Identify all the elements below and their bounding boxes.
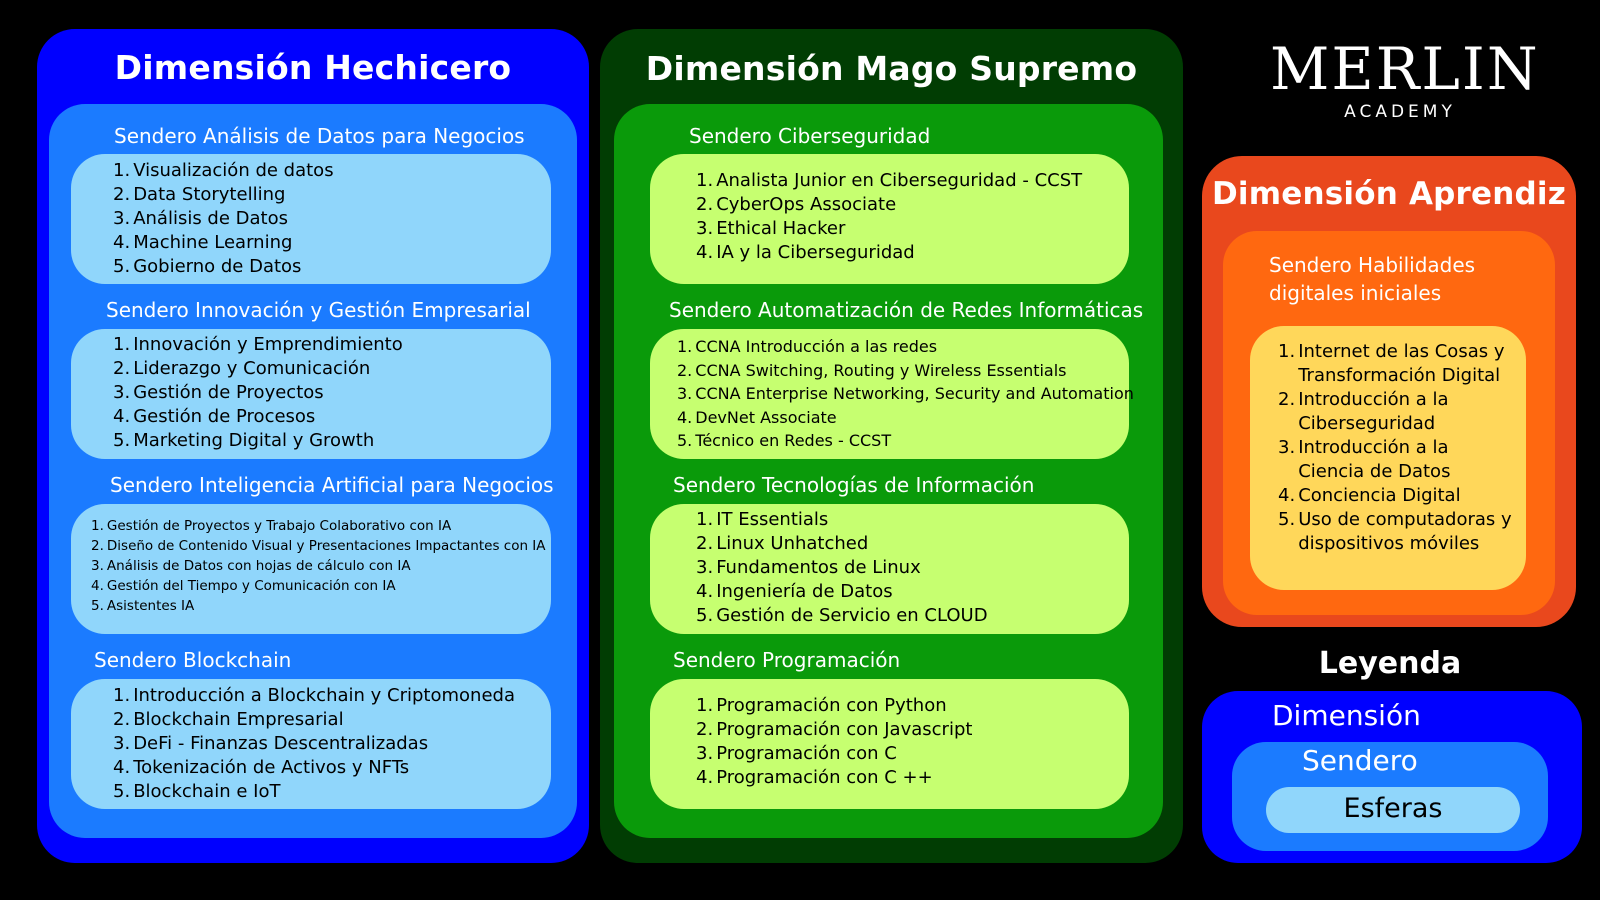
logo-subtitle: ACADEMY — [1344, 102, 1456, 122]
sphere-list-blockchain: 1.Introducción a Blockchain y Criptomone… — [71, 679, 551, 809]
sphere-list-programacion: 1.Programación con Python 2.Programación… — [650, 679, 1129, 809]
path-group-mago: Sendero Ciberseguridad 1.Analista Junior… — [614, 104, 1163, 838]
list-item: 2.Diseño de Contenido Visual y Presentac… — [91, 538, 546, 554]
list-item: 1.Introducción a Blockchain y Criptomone… — [113, 685, 515, 706]
list-item: 3.CCNA Enterprise Networking, Security a… — [677, 384, 1134, 403]
list-item: 3.Análisis de Datos — [113, 208, 288, 229]
list-item: 3.Ethical Hacker — [696, 218, 846, 239]
list-item: 5.Marketing Digital y Growth — [113, 430, 375, 451]
dimension-title: Dimensión Hechicero — [114, 48, 512, 87]
path-title-habilidades-digitales: Sendero Habilidades digitales iniciales — [1269, 253, 1476, 305]
list-item: 2.Programación con Javascript — [696, 719, 973, 740]
path-title-analisis-datos: Sendero Análisis de Datos para Negocios — [114, 124, 525, 148]
legend-path-label: Sendero — [1302, 744, 1418, 777]
sphere-list-automatizacion-redes: 1.CCNA Introducción a las redes 2.CCNA S… — [650, 329, 1134, 459]
list-item: 4.IA y la Ciberseguridad — [696, 242, 915, 263]
list-item: 1.Programación con Python — [696, 695, 947, 716]
legend-sphere-box: Esferas — [1266, 787, 1520, 833]
list-item: 2.CyberOps Associate — [696, 194, 897, 215]
legend-dimension-label: Dimensión — [1272, 699, 1421, 732]
list-item: 4.Conciencia Digital — [1278, 485, 1461, 506]
list-item: 4.Ingeniería de Datos — [696, 581, 893, 602]
list-item: 1.IT Essentials — [696, 509, 829, 530]
list-item: 2.CCNA Switching, Routing y Wireless Ess… — [677, 360, 1067, 380]
dimension-aprendiz: Dimensión Aprendiz Sendero Habilidades d… — [1202, 156, 1576, 627]
list-item: 3.Programación con C — [696, 743, 897, 764]
sphere-list-ciberseguridad: 1.Analista Junior en Ciberseguridad - CC… — [650, 154, 1129, 284]
path-title-automatizacion-redes: Sendero Automatización de Redes Informát… — [669, 298, 1144, 322]
path-title-blockchain: Sendero Blockchain — [94, 648, 292, 672]
dimension-hechicero: Dimensión Hechicero Sendero Análisis de … — [37, 29, 589, 863]
legend-sphere-label: Esferas — [1343, 793, 1443, 824]
merlin-academy-logo: MERLIN ACADEMY — [1270, 35, 1540, 136]
sphere-list-tecnologias-informacion: 1.IT Essentials 2.Linux Unhatched 3.Fund… — [650, 504, 1129, 634]
logo-wordmark: MERLIN — [1270, 35, 1540, 103]
dimension-title: Dimensión Mago Supremo — [645, 49, 1138, 88]
list-item: 5.Gestión de Servicio en CLOUD — [696, 605, 988, 626]
sphere-list-innovacion: 1.Innovación y Emprendimiento 2.Liderazg… — [71, 329, 551, 459]
list-item: 2.Data Storytelling — [113, 184, 286, 205]
list-item: 5.Asistentes IA — [91, 598, 195, 614]
list-item: 4.Machine Learning — [113, 232, 293, 253]
sphere-list-analisis-datos: 1.Visualización de datos 2.Data Storytel… — [71, 154, 551, 284]
list-item: 1.Analista Junior en Ciberseguridad - CC… — [696, 170, 1083, 191]
sphere-list-inteligencia-artificial: 1.Gestión de Proyectos y Trabajo Colabor… — [71, 504, 551, 634]
legend-title: Leyenda — [1318, 646, 1462, 681]
list-item: 3.Fundamentos de Linux — [696, 557, 921, 578]
dimension-mago-supremo: Dimensión Mago Supremo Sendero Cibersegu… — [600, 29, 1183, 863]
path-title-inteligencia-artificial: Sendero Inteligencia Artificial para Neg… — [110, 473, 554, 497]
list-item: 1.Gestión de Proyectos y Trabajo Colabor… — [91, 518, 452, 534]
list-item: 4.Gestión de Procesos — [113, 406, 316, 427]
path-group-hechicero: Sendero Análisis de Datos para Negocios … — [49, 104, 577, 838]
list-item: 4.Programación con C ++ — [696, 767, 933, 788]
list-item: 2.Linux Unhatched — [696, 533, 869, 554]
list-item: 2.Blockchain Empresarial — [113, 709, 344, 730]
list-item: 4.DevNet Associate — [677, 407, 837, 427]
path-title-tecnologias-informacion: Sendero Tecnologías de Información — [673, 473, 1035, 497]
list-item: 5.Gobierno de Datos — [113, 256, 302, 277]
list-item: 3.Gestión de Proyectos — [113, 382, 324, 403]
list-item: 2.Liderazgo y Comunicación — [113, 358, 371, 379]
list-item: 4.Tokenización de Activos y NFTs — [113, 757, 410, 778]
list-item: 3.DeFi - Finanzas Descentralizadas — [113, 733, 429, 754]
dimension-title: Dimensión Aprendiz — [1211, 176, 1566, 212]
path-group-aprendiz: Sendero Habilidades digitales iniciales … — [1223, 231, 1555, 615]
list-item: 1.Visualización de datos — [113, 160, 334, 181]
legend-dimension-box: Dimensión Sendero Esferas — [1202, 691, 1582, 863]
list-item: 1.CCNA Introducción a las redes — [677, 337, 938, 356]
legend-path-box: Sendero Esferas — [1232, 742, 1548, 851]
list-item: 3.Análisis de Datos con hojas de cálculo… — [91, 558, 411, 574]
list-item: 5.Técnico en Redes - CCST — [677, 431, 892, 450]
path-title-ciberseguridad: Sendero Ciberseguridad — [689, 124, 931, 148]
list-item: 1.Innovación y Emprendimiento — [113, 334, 403, 355]
path-title-programacion: Sendero Programación — [673, 648, 901, 672]
list-item: 4.Gestión del Tiempo y Comunicación con … — [91, 578, 396, 594]
path-title-innovacion: Sendero Innovación y Gestión Empresarial — [106, 298, 531, 322]
list-item: 5.Blockchain e IoT — [113, 781, 281, 802]
